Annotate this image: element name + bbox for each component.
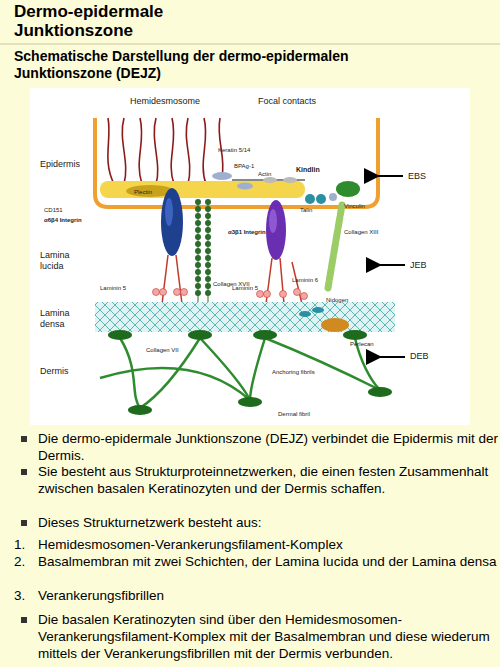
lamina-densa — [95, 302, 395, 332]
plaque — [100, 181, 305, 198]
kindlin — [336, 181, 360, 197]
subtitle: Schematische Darstellung der dermo-epide… — [14, 48, 414, 82]
perlecan — [321, 318, 349, 332]
layer-label: Epidermis — [40, 158, 80, 170]
diagram-label: Perlecan — [350, 340, 374, 348]
diagram-label: Talin — [300, 206, 312, 214]
diagram-label: Focal contacts — [258, 95, 316, 107]
collagen-xvii — [195, 202, 201, 300]
diagram-label: Laminin 5 — [100, 284, 126, 292]
keratin-filaments — [108, 118, 223, 184]
list-number: 1. — [14, 536, 25, 553]
diagram-label: Hemidesmosome — [130, 95, 200, 107]
diagram-label: Keratin 5/14 — [218, 146, 250, 154]
diagram-label: Plectin — [134, 188, 152, 196]
integrin — [161, 188, 183, 256]
page-title: Dermo-epidermale Junktionszone — [14, 2, 234, 40]
layer-label: Lamina lucida — [40, 250, 90, 272]
bullet-text: Sie besteht aus Strukturproteinnetzwerke… — [38, 463, 498, 497]
diagram-label: α3β1 Integrin — [228, 228, 266, 236]
diagram-label: BPAg-1 — [234, 162, 254, 170]
list-text: Verankerungsfibrillen — [38, 587, 498, 604]
diagram-label: Collagen VII — [146, 346, 179, 354]
diagram-label: Laminin 5 — [232, 284, 258, 292]
level-arrow — [378, 176, 405, 357]
bullet-text: Die basalen Keratinozyten sind über den … — [38, 611, 498, 662]
diagram-label: Anchoring fibrils — [272, 368, 315, 376]
diagram-label: Laminin 6 — [292, 276, 318, 284]
talin — [305, 194, 315, 204]
list-text: Hemidesmosomen-Verankerungsfilament-Komp… — [38, 536, 498, 553]
diagram-label: Kindlin — [296, 165, 320, 174]
diagram-label: Nidogen — [326, 296, 348, 304]
diagram-label: Vinculin — [344, 202, 365, 210]
integrin — [266, 200, 286, 260]
bullet-text: Dieses Strukturnetzwerk besteht aus: — [38, 514, 498, 531]
level-label: DEB — [410, 350, 429, 362]
diagram-label: α6β4 Integrin — [44, 216, 82, 224]
title-rule — [0, 44, 500, 45]
collagen-vii — [108, 330, 392, 415]
layer-label: Lamina densa — [40, 308, 90, 330]
bpag1 — [212, 172, 232, 180]
laminin — [162, 255, 182, 304]
level-label: EBS — [408, 170, 426, 182]
diagram-label: Collagen XIII — [344, 228, 378, 236]
level-label: JEB — [410, 259, 427, 271]
list-number: 3. — [14, 587, 25, 604]
bullet-text: Die dermo-epidermale Junktionszone (DEJZ… — [38, 430, 498, 464]
list-text: Basalmembran mit zwei Schichten, der Lam… — [38, 553, 500, 570]
anchoring-fibrils — [100, 338, 380, 408]
nidogen — [312, 307, 324, 313]
diagram-label: Actin — [258, 170, 271, 178]
image-panel — [30, 88, 470, 425]
collagen-xiii — [328, 205, 342, 288]
diagram-label: Dermal fibril — [278, 410, 310, 418]
layer-label: Dermis — [40, 365, 69, 377]
diagram-label: CD151 — [44, 206, 63, 214]
protein — [237, 183, 253, 190]
list-number: 2. — [14, 553, 25, 570]
vinculin — [329, 193, 337, 201]
cell-membrane — [95, 118, 378, 207]
